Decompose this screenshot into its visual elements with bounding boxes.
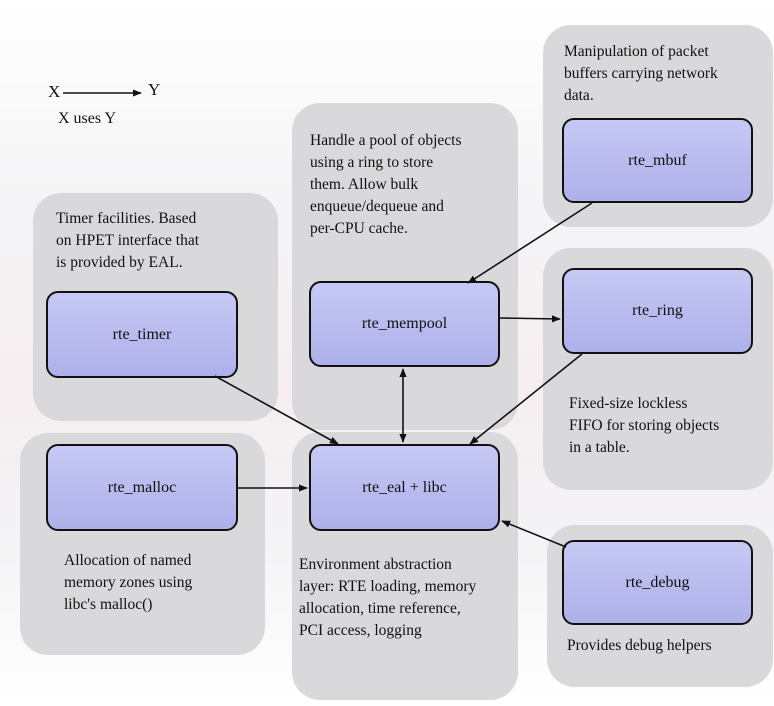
desc-debug: Provides debug helpers xyxy=(567,635,712,657)
node-rte-mempool[interactable]: rte_mempool xyxy=(309,281,500,367)
desc-mbuf: Manipulation of packet buffers carrying … xyxy=(564,41,718,107)
node-rte-mbuf[interactable]: rte_mbuf xyxy=(562,118,753,203)
legend-x: X xyxy=(48,82,61,101)
arrow-ring-to-eal xyxy=(469,353,583,445)
desc-line: memory zones using xyxy=(64,574,193,591)
desc-line: PCI access, logging xyxy=(299,622,422,639)
node-label: rte_mbuf xyxy=(628,151,687,169)
node-label: rte_ring xyxy=(632,302,683,319)
desc-line: data. xyxy=(564,87,594,104)
desc-line: libc's malloc() xyxy=(64,596,153,613)
desc-line: Manipulation of packet xyxy=(564,43,709,60)
node-rte-ring[interactable]: rte_ring xyxy=(562,268,753,354)
node-label: rte_debug xyxy=(625,573,690,591)
node-label: rte_malloc xyxy=(107,478,177,496)
desc-line: enqueue/dequeue and xyxy=(310,198,444,215)
node-rte-eal-libc[interactable]: rte_eal + libc xyxy=(309,444,500,531)
desc-line: Handle a pool of objects xyxy=(310,132,462,149)
arrow-mempool-to-ring xyxy=(499,315,561,323)
node-rte-malloc[interactable]: rte_malloc xyxy=(46,444,238,531)
desc-line: Provides debug helpers xyxy=(567,637,712,654)
desc-line: Timer facilities. Based xyxy=(56,210,197,227)
desc-line: buffers carrying network xyxy=(564,65,718,82)
desc-timer: Timer facilities. Based on HPET interfac… xyxy=(56,208,199,274)
arrow-mbuf-to-mempool xyxy=(467,202,593,284)
node-label: rte_timer xyxy=(112,325,172,343)
legend-caption: X uses Y xyxy=(58,110,117,127)
desc-malloc: Allocation of named memory zones using l… xyxy=(64,550,192,616)
desc-mempool: Handle a pool of objects using a ring to… xyxy=(310,130,462,240)
desc-line: using a ring to store xyxy=(310,154,434,171)
node-label: rte_eal + libc xyxy=(362,478,447,496)
desc-line: them. Allow bulk xyxy=(310,176,419,193)
desc-eal: Environment abstraction layer: RTE loadi… xyxy=(299,554,476,642)
arrow-debug-to-eal xyxy=(501,520,567,548)
legend-y: Y xyxy=(148,80,161,99)
desc-line: Environment abstraction xyxy=(299,556,452,573)
desc-line: is provided by EAL. xyxy=(56,254,183,271)
node-rte-debug[interactable]: rte_debug xyxy=(562,540,753,625)
desc-line: layer: RTE loading, memory xyxy=(299,578,477,595)
desc-ring: Fixed-size lockless FIFO for storing obj… xyxy=(569,393,719,459)
desc-line: FIFO for storing objects xyxy=(569,417,720,434)
desc-line: per-CPU cache. xyxy=(310,220,408,237)
arrow-timer-to-eal xyxy=(214,375,339,445)
node-rte-timer[interactable]: rte_timer xyxy=(46,291,238,378)
desc-line: Fixed-size lockless xyxy=(569,395,688,412)
desc-line: in a table. xyxy=(569,439,630,456)
desc-line: Allocation of named xyxy=(64,552,192,569)
node-label: rte_mempool xyxy=(361,315,448,332)
desc-line: on HPET interface that xyxy=(56,232,200,249)
desc-line: allocation, time reference, xyxy=(299,600,461,617)
